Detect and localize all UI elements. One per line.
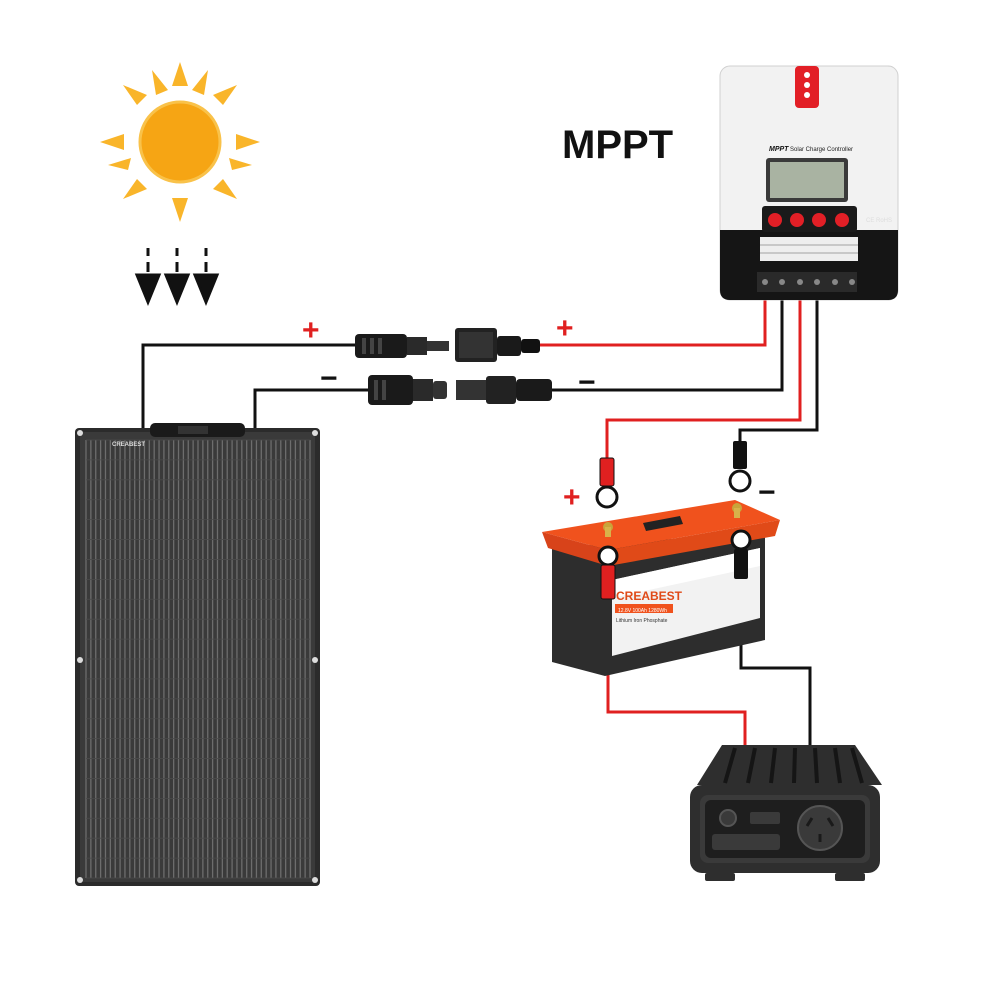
- controller-subtitle: Solar Charge Controller: [790, 147, 853, 153]
- battery-brand: CREABEST: [616, 589, 683, 603]
- panel-positive-sign: +: [302, 314, 320, 347]
- panel-brand: CREABEST: [112, 442, 145, 448]
- mc4-positive-female: [455, 328, 540, 362]
- controller-brand: MPPT: [769, 146, 789, 153]
- battery-positive-wire: [605, 300, 802, 462]
- controller-negative-sign: −: [578, 366, 596, 399]
- mc4-negative-male: [368, 375, 447, 405]
- inverter-icon: [690, 745, 882, 881]
- mppt-title: MPPT: [562, 123, 673, 167]
- mc4-positive-male: [355, 334, 449, 358]
- battery-positive-sign: +: [563, 481, 581, 514]
- controller-pv-positive-wire: [540, 300, 767, 347]
- battery-negative-ring-terminal: [728, 441, 752, 493]
- mc4-negative-female: [456, 376, 552, 404]
- battery-negative-wire: [738, 300, 819, 445]
- panel-negative-wire: [253, 388, 368, 428]
- controller-pv-negative-wire: [552, 300, 784, 392]
- panel-positive-wire: [141, 343, 355, 428]
- battery-icon: CREABEST 12.8V 100Ah 1280Wh Lithium Iron…: [542, 500, 780, 676]
- charge-controller-icon: MPPT Solar Charge Controller CE RoHS: [719, 65, 899, 301]
- sun-icon: [100, 62, 260, 222]
- inverter-negative-ring-terminal: [730, 529, 752, 579]
- controller-positive-sign: +: [556, 312, 574, 345]
- wires: [141, 300, 819, 745]
- battery-spec: 12.8V 100Ah 1280Wh: [618, 608, 667, 614]
- battery-negative-sign: −: [758, 476, 776, 509]
- battery-chemistry: Lithium Iron Phosphate: [616, 618, 668, 624]
- sunlight-arrows-icon: [134, 248, 220, 306]
- controller-certs: CE RoHS: [866, 218, 892, 224]
- solar-panel-icon: CREABEST: [75, 423, 320, 886]
- inverter-positive-ring-terminal: [597, 545, 619, 600]
- mc4-connector-icon: [355, 328, 552, 405]
- panel-negative-sign: −: [320, 362, 338, 395]
- battery-positive-ring-terminal: [595, 457, 619, 509]
